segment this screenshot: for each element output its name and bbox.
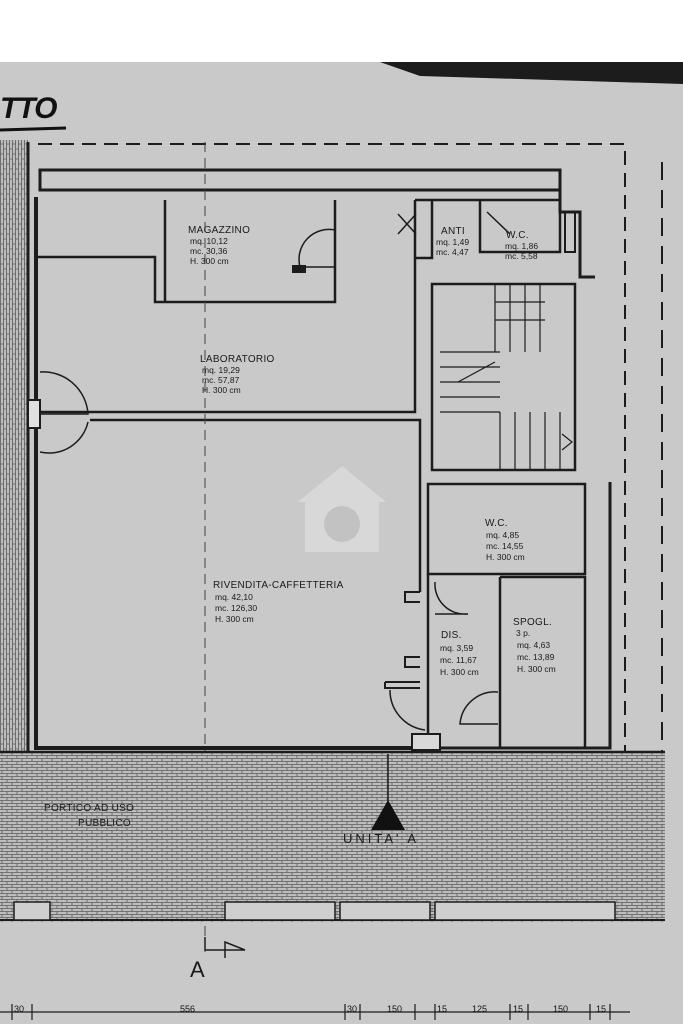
dimension-value: 150 — [553, 1004, 569, 1014]
room-height-dis: H. 300 cm — [440, 667, 479, 677]
room-height-wc-right: H. 300 cm — [486, 552, 525, 562]
dimension-value: 15 — [513, 1004, 524, 1014]
room-volume-laboratorio: mc. 57,87 — [202, 375, 240, 385]
room-name-dis: DIS. — [441, 630, 462, 641]
room-area-wc-right: mq. 4,85 — [486, 530, 520, 540]
dimension-value: 30 — [14, 1004, 25, 1014]
outer-wall-left-bottom — [34, 197, 425, 750]
section-marker — [204, 937, 246, 958]
top-edge-band — [380, 62, 683, 84]
portico-label-line1: PORTICO AD USO — [44, 803, 135, 814]
room-area-dis: mq. 3,59 — [440, 643, 474, 653]
unit-label: UNITA' A — [343, 831, 420, 846]
room-area-magazzino: mq. 10,12 — [190, 236, 228, 246]
room-area-spogl: mq. 4,63 — [517, 640, 551, 650]
stair-block — [430, 282, 577, 472]
anti-wc-walls — [415, 198, 562, 260]
watermark-logo — [298, 466, 386, 552]
dimension-value: 30 — [347, 1004, 358, 1014]
room-volume-wc-right: mc. 14,55 — [486, 541, 524, 551]
boundary-dashed — [38, 143, 626, 752]
plan-title-fragment: TTO — [0, 92, 57, 125]
room-area-rivendita: mq. 42,10 — [215, 592, 253, 602]
dis-door — [434, 581, 469, 615]
room-height-laboratorio: H. 300 cm — [202, 385, 241, 395]
portico-brick-floor — [0, 752, 665, 922]
plan-sheet — [0, 62, 683, 1024]
room-height-magazzino: H. 300 cm — [190, 256, 229, 266]
magazzino-door — [298, 228, 336, 268]
left-brick-wall — [0, 140, 28, 820]
spogl-door — [459, 691, 499, 725]
wc-right-walls — [426, 482, 587, 576]
magazzino-walls — [36, 200, 337, 304]
room-area-laboratorio: mq. 19,29 — [202, 365, 240, 375]
top-corridor — [38, 168, 562, 192]
room-name-magazzino: MAGAZZINO — [188, 225, 251, 236]
laboratorio-walls — [36, 200, 417, 414]
title-underline — [0, 126, 67, 132]
room-name-rivendita: RIVENDITA-CAFFETTERIA — [213, 580, 344, 591]
room-height-rivendita: H. 300 cm — [215, 614, 254, 624]
room-volume-spogl: mc. 13,89 — [517, 652, 555, 662]
room-area-anti: mq. 1,49 — [436, 237, 470, 247]
dimension-value: 15 — [596, 1004, 607, 1014]
dimension-value: 556 — [180, 1004, 196, 1014]
room-name-wc-top: W.C. — [506, 230, 529, 241]
left-door-top — [39, 371, 89, 415]
dimension-value: 150 — [387, 1004, 403, 1014]
room-volume-rivendita: mc. 126,30 — [215, 603, 258, 613]
left-door-bottom — [39, 421, 89, 454]
room-volume-magazzino: mc. 30,36 — [190, 246, 228, 256]
room-name-spogl: SPOGL. — [513, 617, 553, 628]
entrance-arrow — [371, 800, 405, 830]
room-sub-spogl: 3 p. — [516, 628, 531, 638]
room-height-spogl: H. 300 cm — [517, 664, 556, 674]
dis-spogl-walls — [426, 574, 587, 748]
room-name-wc-right: W.C. — [485, 518, 508, 529]
stair-steps — [440, 284, 573, 470]
room-volume-anti: mc. 4,47 — [436, 247, 469, 257]
dimension-value: 15 — [437, 1004, 448, 1014]
dimension-value: 125 — [472, 1004, 488, 1014]
room-name-laboratorio: LABORATORIO — [200, 354, 275, 365]
room-volume-dis: mc. 11,67 — [440, 655, 477, 665]
room-volume-wc-top: mc. 5,58 — [505, 251, 538, 261]
portico-label-line2: PUBBLICO — [78, 818, 131, 829]
room-area-wc-top: mq. 1,86 — [505, 241, 539, 251]
room-name-anti: ANTI — [441, 226, 465, 237]
floor-plan-drawing — [0, 62, 683, 1020]
section-label: A — [190, 957, 205, 982]
entrance-door — [389, 689, 426, 731]
